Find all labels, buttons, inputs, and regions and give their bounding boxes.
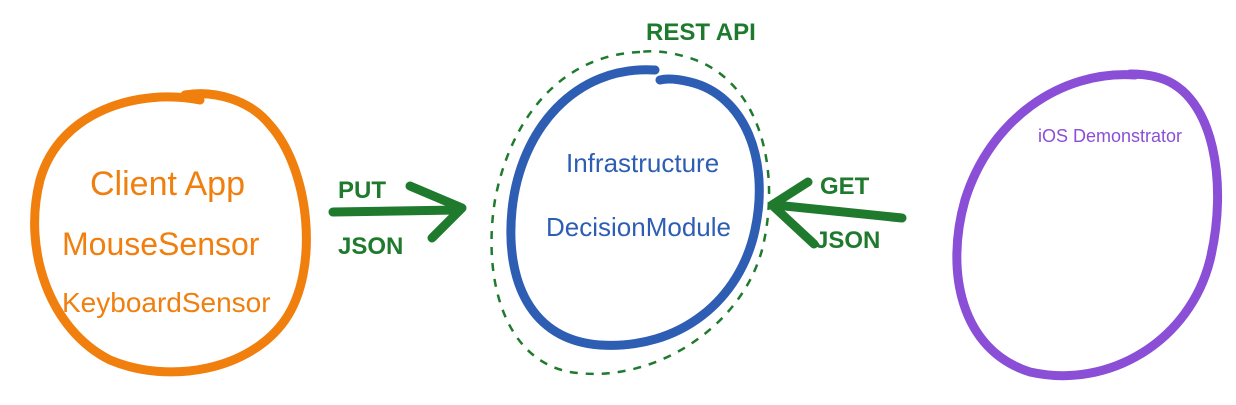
put-arrow-head bbox=[405, 181, 467, 243]
get-connection: GET JSON bbox=[767, 173, 907, 254]
client-app-title: Client App bbox=[90, 165, 245, 203]
rest-api-boundary: REST API bbox=[490, 19, 771, 376]
infrastructure-node: Infrastructure DecisionModule bbox=[506, 65, 764, 350]
put-connection: PUT JSON bbox=[328, 177, 467, 260]
keyboard-sensor-label: KeyboardSensor bbox=[62, 287, 271, 318]
get-format-label: JSON bbox=[815, 227, 880, 254]
client-app-circle bbox=[30, 89, 311, 377]
put-format-label: JSON bbox=[338, 233, 403, 260]
ios-demonstrator-node: iOS Demonstrator bbox=[952, 69, 1223, 381]
client-app-node: Client App MouseSensor KeyboardSensor bbox=[30, 89, 311, 377]
put-method-label: PUT bbox=[338, 177, 386, 204]
ios-demonstrator-circle bbox=[952, 69, 1223, 381]
get-arrow-shaft bbox=[770, 200, 907, 223]
rest-api-dashed-outline bbox=[490, 50, 771, 376]
rest-api-label: REST API bbox=[646, 19, 756, 46]
infrastructure-title: Infrastructure bbox=[566, 148, 719, 178]
mouse-sensor-label: MouseSensor bbox=[62, 226, 260, 262]
ios-demonstrator-label: iOS Demonstrator bbox=[1038, 126, 1182, 146]
put-arrow-shaft bbox=[328, 205, 463, 217]
decision-module-label: DecisionModule bbox=[546, 212, 731, 242]
get-arrow-head bbox=[767, 177, 819, 249]
infrastructure-circle bbox=[506, 65, 764, 350]
get-method-label: GET bbox=[820, 173, 870, 200]
